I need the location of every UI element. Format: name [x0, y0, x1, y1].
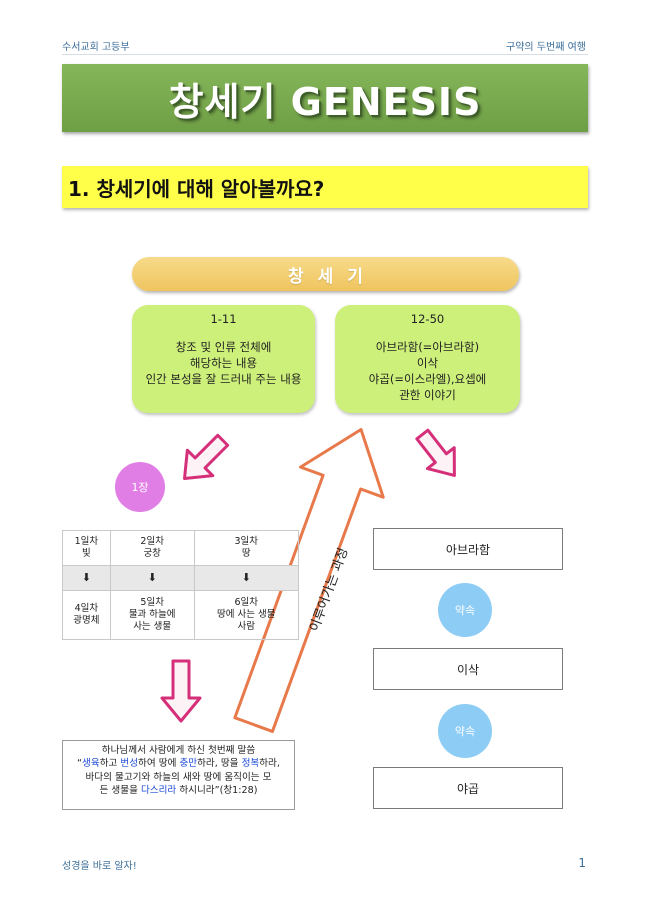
verse-text: 하라, 땅을 [197, 758, 242, 770]
box-line: 관한 이야기 [399, 388, 456, 402]
verse-highlight: 정복 [241, 758, 260, 770]
header-church-name: 수서교회 고등부 [62, 42, 130, 53]
day-label: 6일차 [234, 596, 259, 608]
down-arrow-icon: ⬇ [62, 564, 111, 591]
verse-highlight: 충만 [179, 758, 198, 770]
promise-badge: 약속 [438, 583, 492, 637]
day-item: 땅 [241, 547, 251, 559]
chapters-12-50-box: 12-50 아브라함(=아브라함) 이삭 야곱(=이스라엘),요셉에 관한 이야… [335, 305, 520, 413]
day-label: 4일차 [74, 602, 99, 614]
quote-mark: “ [77, 758, 83, 770]
verse-highlight: 생육 [82, 758, 100, 770]
day-item: 사는 생물 [133, 620, 172, 632]
box-line: 해당하는 내용 [189, 356, 258, 370]
day-item: 사람 [237, 620, 256, 632]
day-label: 5일차 [140, 596, 164, 608]
box-line: 창조 및 인류 전체에 [175, 340, 272, 354]
day-label: 2일차 [140, 535, 164, 547]
page-number: 1 [578, 856, 586, 870]
title-banner: 창세기 GENESIS [62, 64, 588, 132]
down-arrow-icon: ⬇ [109, 564, 195, 591]
page-title: 창세기 GENESIS [168, 79, 482, 124]
pink-down-arrow-icon [160, 659, 202, 723]
verse-text: 하여 땅에 [138, 758, 180, 770]
section-heading-bar: 1. 창세기에 대해 알아볼까요? [62, 166, 588, 208]
verse-line: 든 생물을 다스리라 하시니라”(창1:28) [65, 784, 292, 797]
box-line: 아브라함(=아브라함) [375, 340, 480, 354]
box-line: 인간 본성을 잘 드러내 주는 내용 [145, 372, 302, 386]
header-series-title: 구약의 두번째 여행 [506, 42, 586, 53]
verse-line: “생육하고 번성하여 땅에 충만하라, 땅을 정복하라, [65, 757, 292, 770]
day-item: 궁창 [143, 547, 161, 559]
verse-text: 든 생물을 [99, 785, 141, 797]
verse-highlight: 다스리라 [140, 785, 177, 797]
down-arrow-icon: ⬇ [193, 564, 300, 591]
day-label: 1일차 [74, 535, 99, 547]
chapter-1-badge: 1장 [115, 462, 165, 512]
big-orange-arrow-icon [233, 428, 385, 733]
abraham-box: 아브라함 [373, 528, 563, 570]
verse-text: 하고 [99, 758, 121, 770]
verse-highlight: 번성 [120, 758, 139, 770]
day-item: 물과 하늘에 [128, 608, 176, 620]
verse-text: 하시니라”(창1:28) [176, 785, 258, 797]
box-line: 야곱(=이스라엘),요셉에 [368, 372, 487, 386]
isaac-box: 이삭 [373, 648, 563, 690]
range-label: 1-11 [210, 312, 237, 326]
book-pill: 창세기 [132, 257, 519, 291]
day-label: 3일차 [234, 535, 259, 547]
pink-diagonal-arrow-icon [183, 433, 230, 480]
section-heading: 1. 창세기에 대해 알아볼까요? [68, 176, 325, 201]
genesis-1-28-verse: 하나님께서 사람에게 하신 첫번째 말씀 “생육하고 번성하여 땅에 충만하라,… [62, 740, 295, 810]
jacob-box: 야곱 [373, 767, 563, 809]
verse-intro: 하나님께서 사람에게 하신 첫번째 말씀 [101, 745, 256, 756]
header-divider [62, 54, 588, 55]
box-line: 이삭 [416, 356, 439, 370]
pink-diagonal-arrow-icon [415, 428, 456, 477]
day-item: 광명체 [73, 614, 100, 626]
book-pill-label: 창세기 [288, 266, 377, 287]
verse-text: 하라, [259, 758, 280, 770]
chapters-1-11-box: 1-11 창조 및 인류 전체에 해당하는 내용 인간 본성을 잘 드러내 주는… [132, 305, 315, 413]
verse-line: 바다의 물고기와 하늘의 새와 땅에 움직이는 모 [85, 771, 272, 783]
promise-badge: 약속 [438, 704, 492, 758]
day-item: 땅에 사는 생물 [217, 608, 276, 620]
range-label: 12-50 [410, 312, 445, 326]
footer-slogan: 성경을 바로 알자! [62, 861, 137, 872]
day-item: 빛 [82, 547, 91, 559]
